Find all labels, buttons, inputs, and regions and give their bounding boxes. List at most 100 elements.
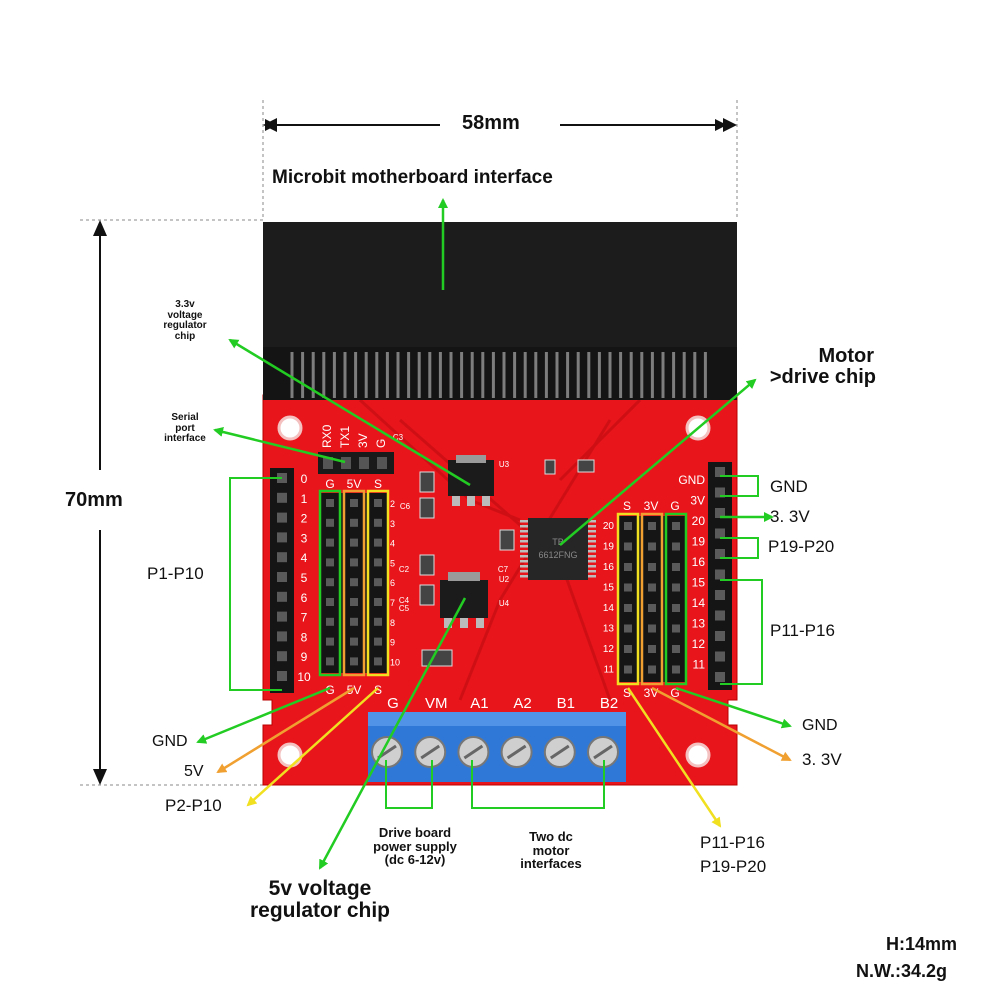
silk-right-bottom: G — [670, 686, 679, 700]
right-p19-p20-label: P19-P20 — [768, 537, 835, 556]
silk-right-top: S — [623, 499, 631, 513]
silk-component-ref: C2 — [399, 565, 410, 574]
pcb-board — [262, 394, 738, 786]
silk-component-ref: U4 — [499, 599, 510, 608]
serial-pin — [341, 457, 351, 469]
silk-left-bottom: 5V — [347, 683, 362, 697]
right-triple-pin — [624, 522, 632, 530]
reg5-line1: 5v voltage — [268, 877, 372, 900]
silk-left-pin-num: 2 — [301, 512, 308, 526]
chip-leg — [588, 560, 596, 563]
left-triple-pin — [350, 657, 358, 666]
left-triple-pin — [326, 617, 334, 626]
left-triple-pin — [350, 499, 358, 507]
silk-left-top: G — [325, 477, 334, 491]
right-triple-pin — [624, 583, 632, 592]
silk-serial-pin: RX0 — [320, 424, 334, 448]
right-triple-pin — [648, 604, 656, 612]
silk-right-header-label: GND — [678, 473, 705, 487]
silk-terminal-label: B1 — [557, 695, 575, 712]
chip-leg — [520, 575, 528, 578]
silk-left-pin-num: 7 — [301, 611, 308, 625]
right-header-pin — [715, 631, 725, 641]
right-header-pin — [715, 508, 725, 518]
serial-label: Serial port interface — [150, 412, 220, 445]
silk-terminal-label: A2 — [513, 695, 531, 712]
right-triple-pin — [648, 583, 656, 592]
left-triple-pin — [350, 538, 358, 547]
left-triple-pin — [326, 558, 334, 567]
left-header-pin — [277, 512, 287, 523]
silk-left-pin-num: 1 — [301, 492, 308, 506]
right-triple-pin — [624, 563, 632, 571]
left-triple-pin — [350, 518, 358, 527]
silk-component-ref: C3 — [393, 433, 404, 442]
motor-driver-chip: TB 6612FNG — [520, 518, 596, 580]
terminal-block — [368, 712, 626, 782]
annotation-arrows — [196, 198, 792, 870]
chip-leg — [520, 550, 528, 553]
silk-component-ref: C5 — [399, 604, 410, 613]
left-triple-pin — [374, 617, 382, 626]
silk-right-inner-num: 19 — [603, 542, 615, 553]
right-header-pin — [715, 467, 725, 477]
silk-right-inner-num: 14 — [603, 603, 615, 614]
motor-if-line1: Two dc — [529, 829, 573, 844]
motor-interfaces-label: Two dc motor interfaces — [505, 830, 597, 871]
left-header-pin — [277, 651, 287, 662]
chip-leg — [588, 535, 596, 538]
motor-chip-text-2: 6612FNG — [538, 550, 577, 560]
silk-right-header-label: 11 — [693, 658, 706, 672]
silk-right-inner-num: 20 — [603, 521, 615, 532]
height-label: 70mm — [65, 489, 123, 511]
silk-left-top: S — [374, 477, 382, 491]
serial-line3: interface — [164, 433, 206, 444]
chip-leg — [588, 570, 596, 573]
silk-right-header-label: 13 — [692, 617, 706, 631]
left-triple-pin — [374, 598, 382, 606]
right-triple-pin — [624, 604, 632, 612]
silk-right-inner-num: 16 — [603, 562, 615, 573]
silk-left-pin-num: 3 — [301, 531, 308, 545]
silk-component-ref: U3 — [499, 460, 510, 469]
silk-right-bottom: S — [623, 686, 631, 700]
left-header-pin — [277, 572, 287, 582]
microbit-edge-connector — [263, 222, 737, 400]
right-header-pin — [715, 610, 725, 621]
right-triple-pin — [672, 563, 680, 571]
silk-left-inner-num: 8 — [390, 618, 395, 628]
silk-terminal-label: B2 — [600, 695, 618, 712]
silk-component-ref: C6 — [400, 502, 411, 511]
silk-right-header-label: 12 — [692, 637, 706, 651]
left-triple-pin — [374, 637, 382, 646]
right-gnd-bottom-label: GND — [802, 717, 838, 734]
silk-right-header-label: 16 — [692, 555, 706, 569]
right-triple-pin — [624, 665, 632, 674]
right-pin-header — [708, 462, 732, 690]
chip-leg — [588, 540, 596, 543]
chip-leg — [588, 525, 596, 528]
reg33-line4: chip — [174, 330, 196, 342]
right-triple-pin — [672, 665, 680, 674]
right-triple-pin — [624, 645, 632, 653]
chip-leg — [520, 540, 528, 543]
silk-right-header-label: 15 — [692, 576, 706, 590]
chip-leg — [588, 530, 596, 533]
power-line1: Drive board — [378, 825, 452, 840]
right-signal-line1: P11-P16 — [700, 833, 765, 852]
silk-left-inner-num: 2 — [390, 499, 395, 509]
right-gnd-top-label: GND — [770, 477, 808, 496]
chip-leg — [588, 555, 596, 558]
right-header-pin — [715, 549, 725, 559]
left-triple-pin — [326, 657, 334, 666]
silk-left-pin-num: 8 — [301, 630, 308, 644]
chip-leg — [520, 565, 528, 568]
right-triple-pin — [672, 542, 680, 551]
left-triple-pin — [374, 518, 382, 527]
left-triple-pin — [374, 657, 382, 666]
left-triple-pin — [374, 499, 382, 507]
motor-line2: >drive chip — [769, 366, 876, 388]
power-line2: power supply — [373, 838, 457, 854]
chip-leg — [588, 520, 596, 523]
